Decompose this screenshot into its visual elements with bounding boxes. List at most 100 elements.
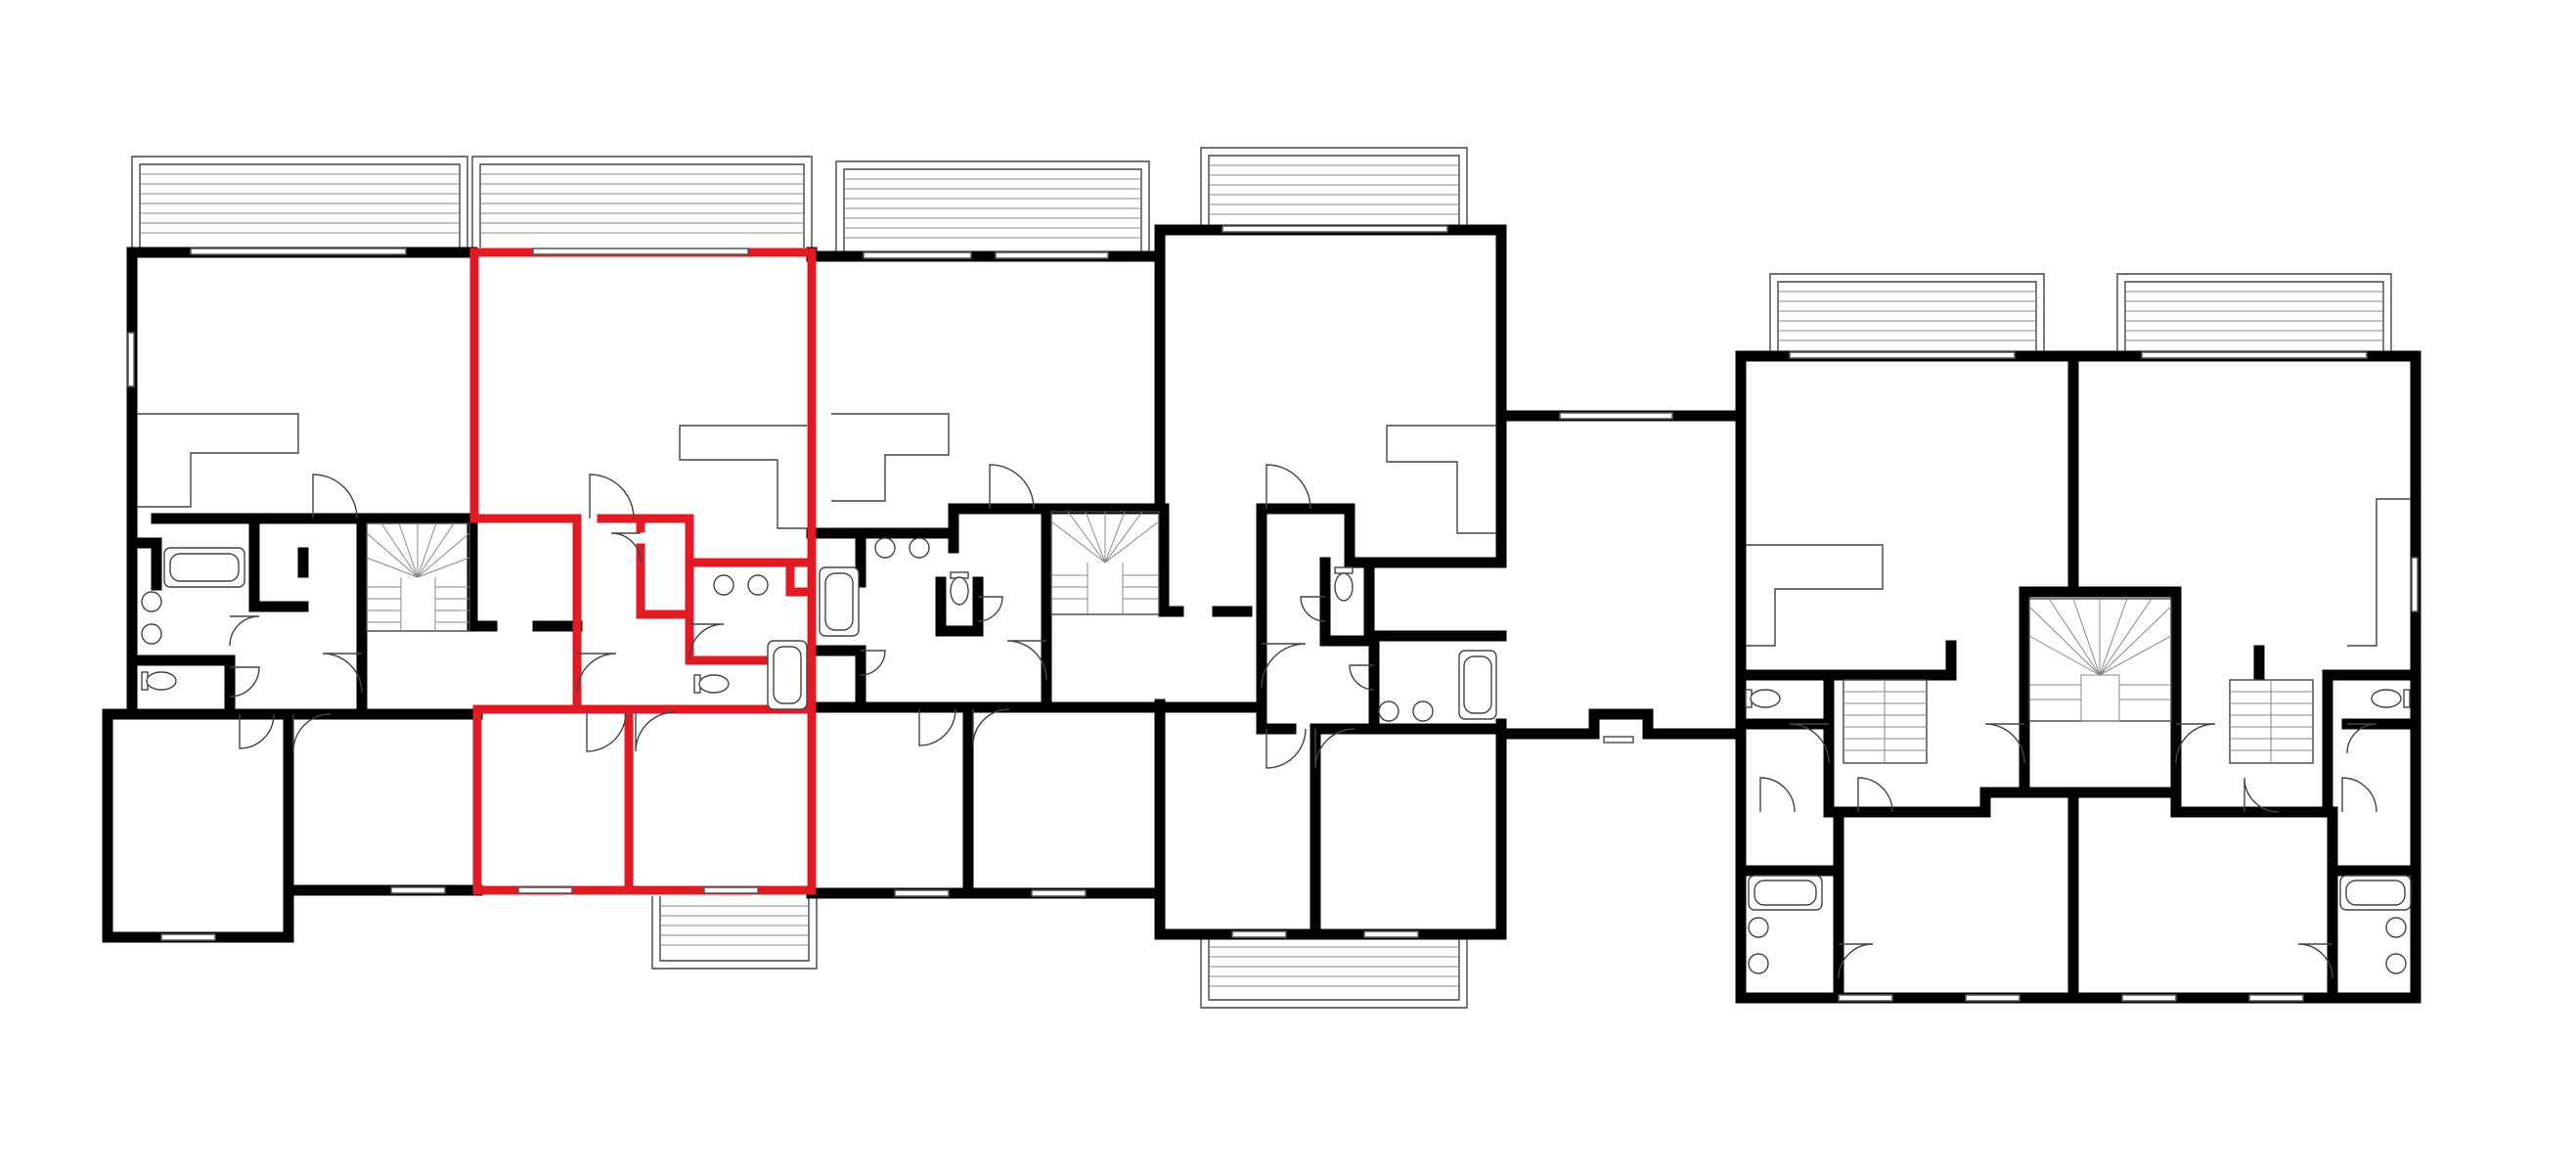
door-swing-icon — [1300, 596, 1326, 622]
toilet-icon — [2371, 689, 2411, 708]
window-icon — [1603, 736, 1634, 744]
balcony-icon — [131, 156, 468, 248]
door-swing-icon — [972, 708, 1010, 746]
kitchen-counter-icon — [1386, 425, 1496, 534]
staircase-icon — [2028, 598, 2172, 722]
window-icon — [1838, 994, 1893, 1002]
window-icon — [1965, 994, 2021, 1002]
kitchen-counter-icon — [831, 413, 950, 502]
door-swing-icon — [292, 713, 332, 752]
bathtub-icon — [767, 640, 808, 710]
window-icon — [190, 248, 407, 255]
toilet-icon — [1745, 689, 1781, 708]
bathtub-icon — [1748, 875, 1823, 911]
door-swing-icon — [576, 653, 617, 694]
balcony-icon — [2116, 273, 2392, 355]
window-icon — [1789, 351, 2016, 359]
window-icon — [1031, 889, 1087, 897]
toilet-icon — [950, 571, 969, 606]
window-icon — [995, 251, 1109, 259]
window-icon — [1231, 930, 1287, 938]
bathtub-icon — [163, 547, 245, 588]
door-swing-icon — [1349, 664, 1375, 691]
kitchens — [137, 413, 2411, 647]
door-swing-icon — [918, 708, 956, 746]
door-swing-icon — [229, 615, 260, 647]
toilet-icon — [693, 674, 730, 694]
window-icon — [1221, 225, 1448, 233]
door-swing-icon — [1006, 640, 1047, 681]
door-swing-icon — [2297, 943, 2333, 979]
balcony-icon — [1769, 273, 2045, 355]
sink-icon — [2385, 917, 2407, 974]
window-icon — [1363, 930, 1419, 938]
kitchen-counter-icon — [1746, 544, 1884, 647]
bathtub-icon — [2339, 875, 2412, 911]
door-swing-icon — [1261, 643, 1307, 689]
window-icon — [703, 886, 759, 894]
window-icon — [160, 933, 216, 941]
balcony-icon — [1200, 147, 1468, 229]
window-icon — [532, 248, 749, 255]
balcony-icon — [471, 156, 813, 248]
balcony-icon — [651, 896, 818, 970]
windows — [127, 225, 2419, 1002]
sink-icon — [1378, 700, 1434, 722]
door-swing-icon — [2341, 777, 2377, 813]
window-icon — [2248, 994, 2304, 1002]
door-swing-icon — [688, 623, 725, 659]
kitchen-counter-icon — [137, 413, 299, 508]
door-swing-icon — [610, 532, 642, 564]
balconies — [131, 147, 2392, 1009]
door-swing-icon — [1984, 723, 2025, 764]
interior-walls — [126, 350, 2421, 1004]
staircase-icon — [366, 522, 470, 632]
window-icon — [2411, 557, 2419, 612]
door-swing-icon — [2346, 723, 2377, 754]
door-swing-icon — [589, 474, 635, 519]
sink-icon — [1748, 917, 1769, 974]
balcony-icon — [835, 160, 1150, 252]
door-swing-icon — [322, 653, 363, 694]
door-swing-icon — [2243, 777, 2280, 813]
window-icon — [1559, 412, 1673, 420]
door-swing-icon — [1314, 728, 1355, 769]
toilet-icon — [1334, 566, 1354, 602]
window-icon — [894, 889, 950, 897]
door-swing-icon — [239, 713, 275, 749]
window-icon — [863, 251, 972, 259]
sink-icon — [874, 537, 930, 559]
kitchen-counter-icon — [679, 425, 807, 529]
bathtub-icon — [819, 566, 860, 637]
staircase-icon — [1050, 511, 1160, 615]
doors — [229, 464, 2377, 979]
bathtub-icon — [1458, 650, 1497, 720]
door-swing-icon — [1266, 464, 1311, 510]
sink-icon — [141, 591, 162, 645]
staircase-icon — [2229, 679, 2314, 764]
door-swing-icon — [1759, 777, 1796, 813]
door-swing-icon — [635, 711, 676, 752]
door-swing-icon — [1857, 777, 1893, 813]
door-swing-icon — [860, 650, 886, 676]
balcony-icon — [1200, 937, 1468, 1009]
sink-icon — [713, 574, 769, 596]
window-icon — [2141, 351, 2368, 359]
staircase-icon — [1843, 679, 1928, 764]
door-swing-icon — [1266, 728, 1307, 769]
door-swing-icon — [586, 711, 627, 752]
door-swing-icon — [989, 464, 1035, 510]
door-swing-icon — [312, 474, 358, 519]
window-icon — [127, 332, 135, 387]
door-swing-icon — [1789, 723, 1830, 764]
highlighted-apartment — [469, 248, 817, 895]
window-icon — [2121, 994, 2177, 1002]
kitchen-counter-icon — [2347, 498, 2411, 647]
door-swing-icon — [977, 596, 1003, 622]
fixtures — [141, 537, 2412, 974]
door-swing-icon — [2175, 723, 2216, 764]
door-swing-icon — [229, 666, 260, 698]
staircases — [366, 511, 2314, 764]
toilet-icon — [141, 671, 177, 691]
